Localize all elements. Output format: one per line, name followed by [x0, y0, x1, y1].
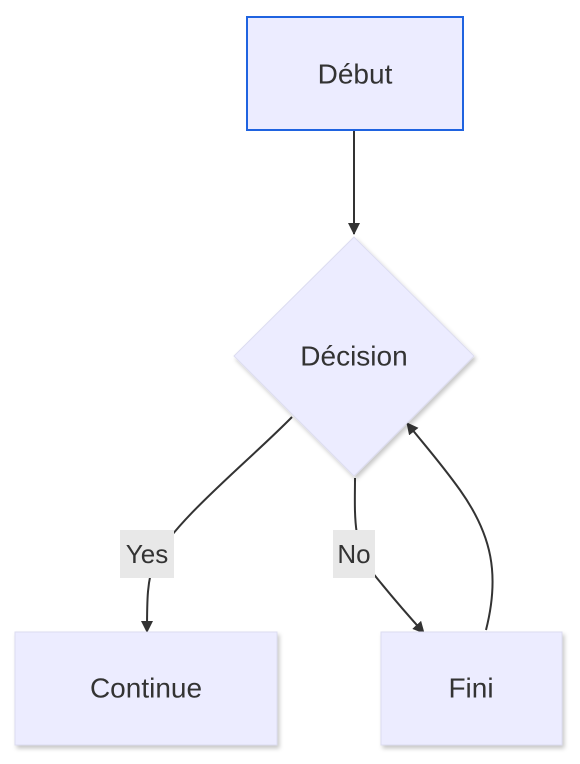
node-decision-label: Décision	[300, 341, 407, 372]
edge-label-yes: Yes	[120, 530, 174, 578]
node-decision[interactable]: Décision	[233, 236, 475, 477]
edge-label-no-bg	[333, 530, 375, 578]
node-debut[interactable]: Début	[246, 16, 464, 131]
node-fini-label: Fini	[448, 673, 493, 704]
node-continue-box[interactable]	[14, 631, 278, 746]
node-debut-box[interactable]	[246, 16, 464, 131]
edge-label-no: No	[333, 530, 375, 578]
edge-label-no-text: No	[337, 539, 370, 569]
node-debut-label: Début	[318, 59, 393, 90]
edge-label-yes-text: Yes	[126, 539, 168, 569]
edge-decision-to-continue	[141, 416, 293, 633]
node-continue-label: Continue	[90, 673, 202, 704]
edge-fini-to-decision	[406, 422, 494, 631]
node-fini-box[interactable]	[380, 631, 563, 746]
node-continue[interactable]: Continue	[14, 631, 278, 746]
edge-label-yes-bg	[120, 530, 174, 578]
node-decision-diamond[interactable]	[233, 236, 475, 477]
node-fini[interactable]: Fini	[380, 631, 563, 746]
